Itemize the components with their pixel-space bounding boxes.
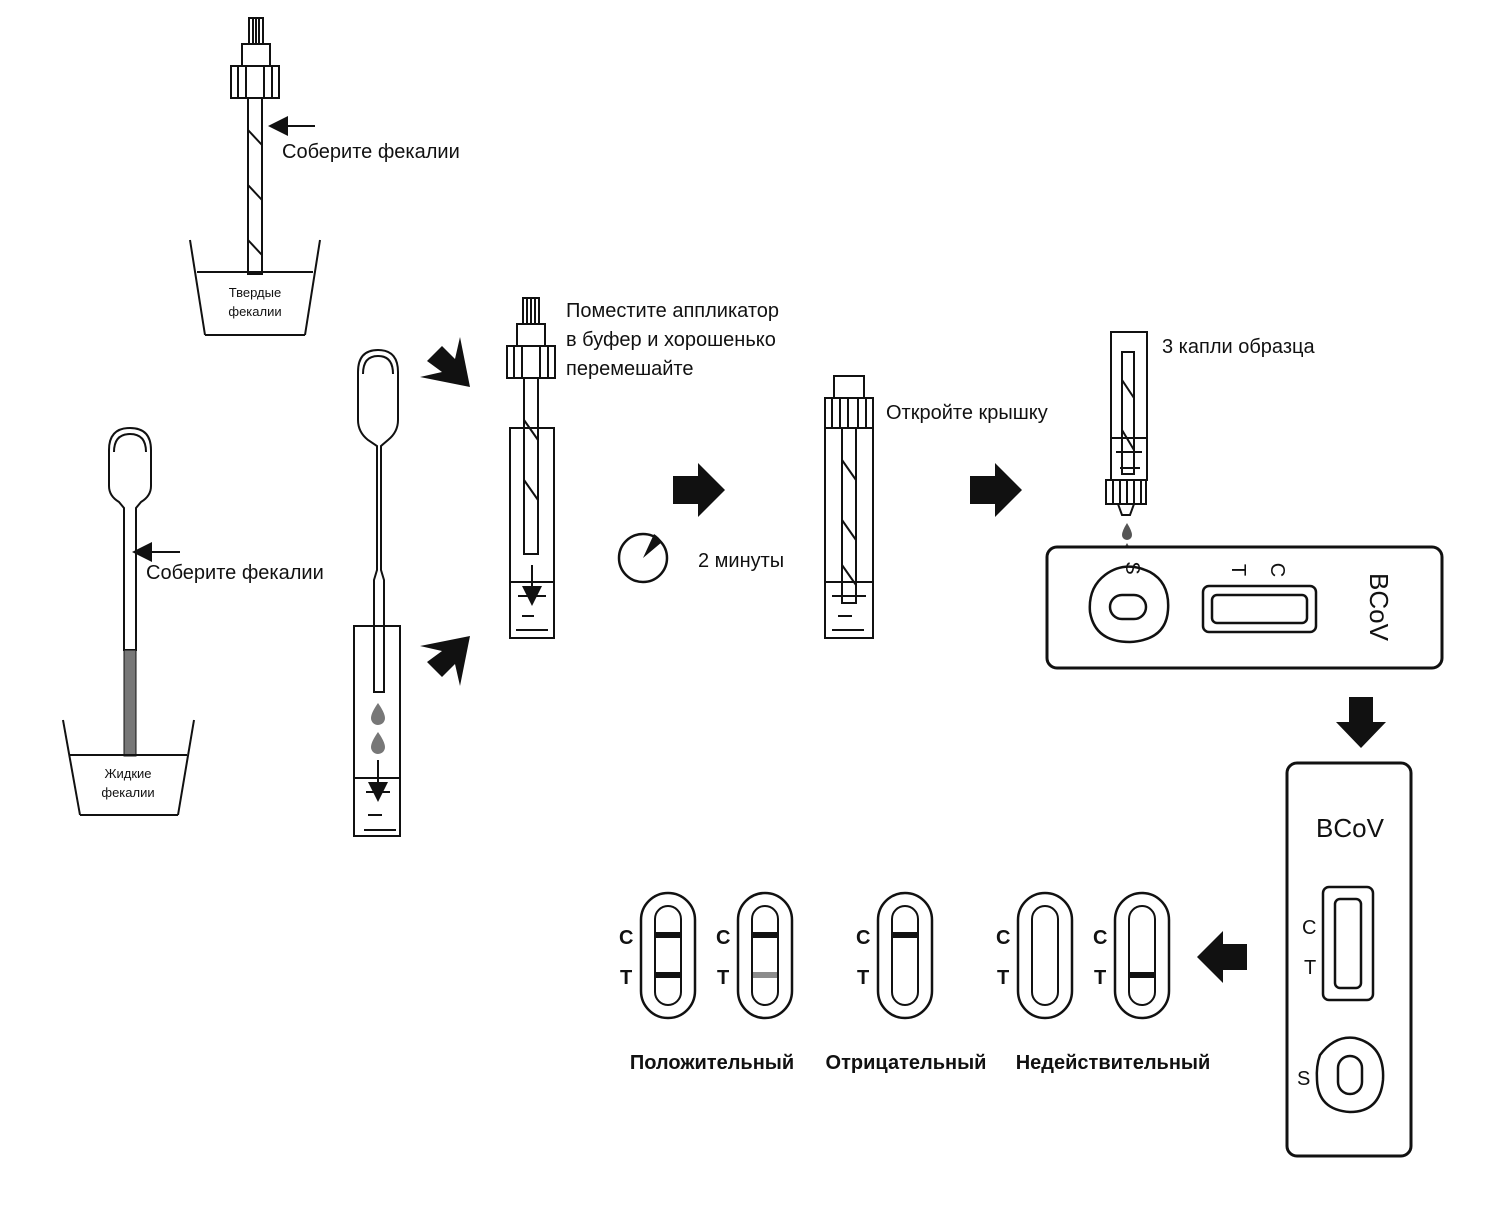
mix-label-3: перемешайте: [566, 358, 693, 380]
left-block-arrow-icon: [1197, 931, 1247, 983]
result-t-mark: T: [857, 967, 869, 989]
mix-label-2: в буфер и хорошенько: [566, 329, 776, 351]
result-t-mark: T: [1094, 967, 1106, 989]
tube-with-cap: [824, 375, 874, 639]
down-block-arrow-icon: [1336, 697, 1386, 748]
control-line: [893, 932, 917, 938]
open-cap-label: Откройте крышку: [886, 402, 1048, 424]
cassette-brand-vertical: BCoV: [1316, 813, 1385, 843]
horizontal-test-cassette: [1045, 545, 1444, 670]
vertical-s-mark: S: [1297, 1068, 1310, 1090]
result-c-mark: C: [1093, 927, 1107, 949]
control-line: [656, 932, 680, 938]
faint-test-line: [753, 972, 777, 978]
test-line: [1130, 972, 1154, 978]
result-c-mark: C: [996, 927, 1010, 949]
vertical-test-cassette: [1285, 761, 1413, 1158]
result-c-mark: C: [619, 927, 633, 949]
result-c-mark: C: [716, 927, 730, 949]
vertical-c-mark: C: [1302, 917, 1316, 939]
cassette-t-mark: T: [1227, 564, 1249, 576]
liquid-cup-label-2: фекалии: [101, 785, 154, 800]
diagonal-arrow-icon: [420, 636, 470, 686]
solid-cup-label-2: фекалии: [228, 304, 281, 319]
timer-label: 2 минуты: [698, 550, 784, 572]
result-t-mark: T: [620, 967, 632, 989]
timer-icon: [617, 532, 669, 584]
cassette-c-mark: C: [1266, 563, 1288, 577]
mix-label-1: Поместите аппликатор: [566, 300, 779, 322]
pipette-into-tube: [353, 348, 401, 837]
right-arrow-icon: [673, 463, 725, 517]
result-window-invalid-2: [1113, 891, 1171, 1020]
liquid-sample-cup: [62, 719, 195, 816]
result-negative-label: Отрицательный: [826, 1052, 987, 1074]
right-arrow-icon: [970, 463, 1022, 517]
drops-label: 3 капли образца: [1162, 336, 1315, 358]
result-window-positive-1: [639, 891, 697, 1020]
liquid-sample-pipette: [108, 426, 152, 651]
solid-sample-applicator: [230, 17, 280, 275]
result-t-mark: T: [717, 967, 729, 989]
collect-liquid-label: Соберите фекалии: [146, 562, 324, 584]
result-positive-label: Положительный: [630, 1052, 794, 1074]
cassette-brand-horizontal: BCoV: [1364, 573, 1394, 642]
result-window-positive-2: [736, 891, 794, 1020]
dropper-tube: [1105, 331, 1148, 516]
liquid-sample-column: [123, 649, 137, 757]
drop-icon: [371, 703, 385, 725]
result-t-mark: T: [997, 967, 1009, 989]
result-window-invalid-1: [1016, 891, 1074, 1020]
drop-icon: [1122, 523, 1132, 540]
test-line: [656, 972, 680, 978]
solid-cup-label-1: Твердые: [229, 285, 281, 300]
vertical-t-mark: T: [1304, 957, 1316, 979]
result-window-negative: [876, 891, 934, 1020]
diagonal-arrow-icon: [420, 337, 470, 387]
applicator-in-buffer-tube: [506, 297, 556, 639]
collect-solid-label: Соберите фекалии: [282, 141, 460, 163]
result-invalid-label: Недействительный: [1016, 1052, 1211, 1074]
solid-sample-cup: [189, 239, 321, 336]
control-line: [753, 932, 777, 938]
drop-icon: [371, 732, 385, 754]
result-c-mark: C: [856, 927, 870, 949]
liquid-cup-label-1: Жидкие: [104, 766, 151, 781]
cassette-sample-mark: S: [1121, 561, 1143, 574]
